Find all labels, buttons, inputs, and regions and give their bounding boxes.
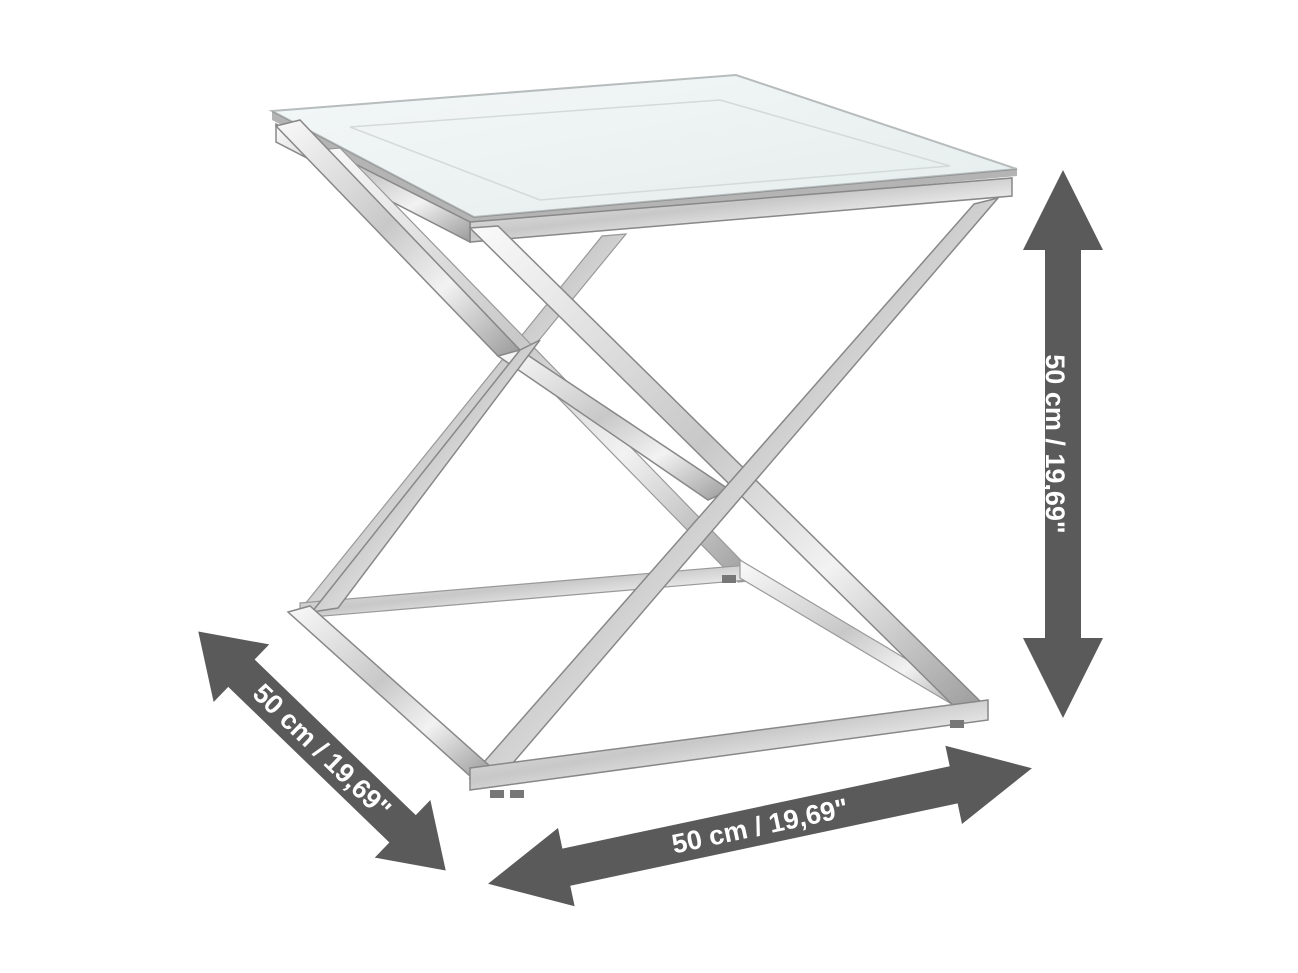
foot-back	[722, 575, 736, 583]
foot-front-right	[950, 720, 964, 728]
foot-front-mid	[510, 790, 524, 798]
height-label: 50 cm / 19,69"	[1040, 354, 1070, 533]
height-dimension-arrow: 50 cm / 19,69"	[1023, 170, 1103, 718]
side-table-illustration	[268, 73, 1018, 798]
left-leg-c	[310, 339, 541, 614]
foot-front-left	[490, 790, 504, 798]
glass-top-inner	[349, 99, 951, 201]
depth-arrow-shape	[198, 631, 446, 871]
depth-dimension-arrow: 50 cm / 19,69"	[198, 631, 446, 871]
glass-edge	[272, 111, 1017, 226]
height-arrow-shape	[1023, 170, 1103, 718]
width-arrow-shape	[488, 745, 1032, 907]
width-label: 50 cm / 19,69"	[669, 793, 851, 860]
bottom-rail-back	[299, 564, 749, 619]
bottom-rail-front	[469, 699, 989, 791]
depth-label: 50 cm / 19,69"	[247, 678, 397, 824]
